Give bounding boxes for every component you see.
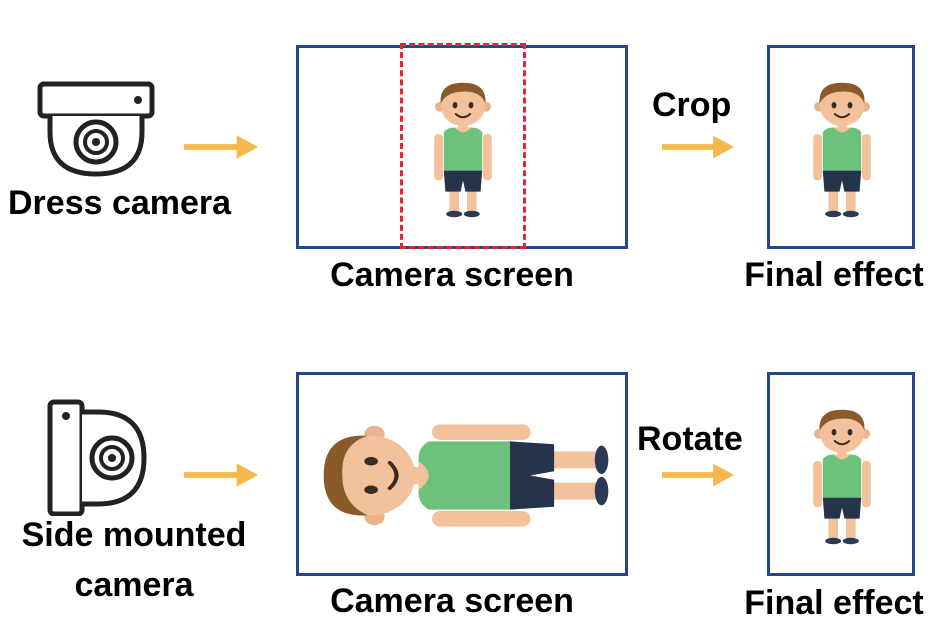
camera-screen-frame	[296, 372, 628, 576]
dome-camera-icon	[36, 80, 160, 178]
arrow-icon	[182, 132, 260, 162]
camera-screen-label: Camera screen	[330, 582, 574, 620]
boy-figure	[802, 391, 882, 563]
side-mounted-label-line2: camera	[74, 566, 194, 604]
crop-region	[400, 43, 526, 249]
final-effect-label: Final effect	[744, 584, 924, 622]
rotated-boy-figure	[314, 405, 619, 547]
final-effect-label: Final effect	[744, 256, 924, 294]
camera-screen-label: Camera screen	[330, 256, 574, 294]
dress-camera-label: Dress camera	[8, 184, 232, 222]
boy-figure	[802, 64, 882, 236]
arrow-icon	[182, 460, 260, 490]
side-mounted-camera-icon	[46, 398, 148, 516]
rotate-label: Rotate	[637, 420, 743, 458]
arrow-icon	[660, 132, 736, 162]
final-effect-frame	[767, 45, 915, 249]
side-mounted-label-line1: Side mounted	[21, 516, 247, 554]
final-effect-frame	[767, 372, 915, 576]
crop-label: Crop	[652, 86, 732, 124]
arrow-icon	[660, 460, 736, 490]
